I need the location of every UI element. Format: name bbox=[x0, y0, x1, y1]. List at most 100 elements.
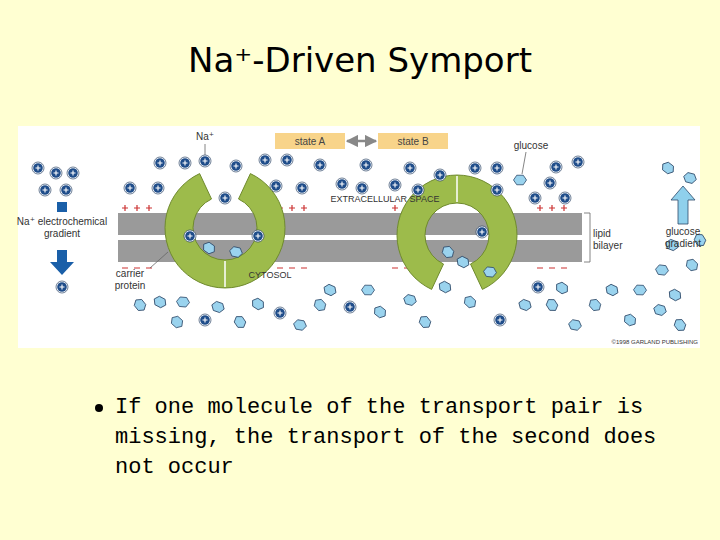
sodium-ion bbox=[550, 161, 562, 173]
glucose-molecule bbox=[633, 285, 646, 295]
sodium-ion bbox=[184, 230, 196, 242]
sodium-ion bbox=[434, 169, 446, 181]
glucose-molecule bbox=[683, 172, 698, 184]
sodium-ion bbox=[230, 160, 242, 172]
state-label: state A bbox=[295, 136, 326, 147]
sodium-ion bbox=[476, 226, 488, 238]
sodium-ion bbox=[314, 159, 326, 171]
leader-lines bbox=[150, 144, 590, 268]
glucose-molecule bbox=[169, 314, 185, 330]
glucose-molecule bbox=[201, 240, 217, 255]
glucose-molecule bbox=[361, 285, 374, 295]
figure-label: glucose gradient bbox=[650, 226, 716, 249]
sodium-ion bbox=[56, 281, 68, 293]
glucose-molecule bbox=[312, 297, 328, 313]
figure-label: lipid bilayer bbox=[593, 228, 638, 251]
glucose-molecule bbox=[517, 298, 532, 311]
state-box: state B bbox=[378, 133, 448, 149]
glucose-molecule bbox=[604, 283, 620, 297]
glucose-molecule bbox=[437, 280, 453, 295]
glucose-molecule bbox=[152, 295, 168, 310]
glucose-molecule bbox=[544, 297, 559, 313]
sodium-ion bbox=[50, 167, 62, 179]
glucose-molecule bbox=[483, 267, 497, 278]
sodium-ion bbox=[60, 184, 72, 196]
sodium-ion bbox=[179, 157, 191, 169]
sodium-ion bbox=[360, 159, 372, 171]
sodium-ion bbox=[199, 314, 211, 326]
ion-layer bbox=[32, 154, 707, 333]
sodium-ion bbox=[344, 301, 356, 313]
glucose-molecule bbox=[672, 317, 687, 333]
figure-label: Na⁺ electrochemical gradient bbox=[16, 216, 108, 239]
sodium-ion bbox=[404, 162, 416, 174]
glucose-gradient-arrow bbox=[671, 186, 695, 224]
glucose-molecule bbox=[232, 314, 247, 330]
figure-label: Na⁺ bbox=[190, 131, 220, 143]
glucose-molecule bbox=[210, 300, 225, 313]
glucose-molecule bbox=[402, 294, 417, 307]
figure-label: ©1998 GARLAND PUBLISHING bbox=[560, 339, 698, 346]
sodium-ion bbox=[491, 162, 503, 174]
sodium-ion bbox=[491, 184, 503, 196]
sodium-ion bbox=[154, 157, 166, 169]
glucose-molecule bbox=[229, 246, 244, 258]
sodium-ion bbox=[274, 307, 286, 319]
sodium-ion bbox=[529, 192, 541, 204]
glucose-molecule bbox=[655, 264, 669, 275]
figure-panel bbox=[18, 126, 700, 348]
figure-label: EXTRACELLULAR SPACE bbox=[300, 194, 470, 204]
sodium-ion bbox=[544, 177, 556, 189]
glucose-molecule bbox=[455, 255, 471, 269]
glucose-molecule bbox=[554, 280, 570, 295]
sodium-ion bbox=[39, 184, 51, 196]
sodium-ion bbox=[67, 167, 79, 179]
bullet-text: If one molecule of the transport pair is… bbox=[115, 393, 660, 483]
glucose-molecule bbox=[514, 175, 527, 185]
glucose-molecule bbox=[417, 314, 433, 330]
sodium-ion bbox=[219, 192, 231, 204]
glucose-molecule bbox=[568, 319, 583, 331]
glucose-molecule bbox=[587, 297, 603, 313]
state-box: state A bbox=[275, 133, 345, 149]
glucose-molecule bbox=[622, 312, 638, 328]
state-label: state B bbox=[397, 136, 428, 147]
sodium-ion bbox=[281, 154, 293, 166]
carrier-protein-state-b bbox=[397, 175, 517, 289]
sodium-ion bbox=[494, 314, 506, 326]
sodium-ion bbox=[559, 192, 571, 204]
sodium-ion bbox=[270, 180, 282, 192]
glucose-molecule bbox=[250, 296, 266, 311]
sodium-ion bbox=[356, 182, 368, 194]
figure-label: glucose bbox=[506, 140, 556, 152]
glucose-molecule bbox=[462, 294, 478, 310]
glucose-molecule bbox=[660, 160, 676, 175]
bullet-symbol bbox=[95, 404, 103, 412]
sodium-ion bbox=[572, 156, 584, 168]
state-transition-arrow bbox=[347, 140, 376, 143]
sodium-ion bbox=[199, 155, 211, 167]
figure-label: carrier protein bbox=[104, 268, 156, 291]
sodium-ion bbox=[296, 182, 308, 194]
glucose-molecule bbox=[293, 319, 307, 331]
sodium-ion bbox=[252, 230, 264, 242]
glucose-molecule bbox=[440, 244, 456, 260]
sodium-ion bbox=[152, 182, 164, 194]
sodium-ion bbox=[32, 162, 44, 174]
sodium-ion bbox=[336, 178, 348, 190]
sodium-ion bbox=[259, 154, 271, 166]
sodium-ion bbox=[389, 179, 401, 191]
glucose-molecule bbox=[322, 283, 338, 297]
slide-title: Na⁺-Driven Symport bbox=[0, 40, 720, 80]
glucose-molecule bbox=[132, 297, 148, 313]
glucose-molecule bbox=[667, 288, 683, 303]
figure-label: CYTOSOL bbox=[240, 270, 300, 280]
sodium-ion bbox=[124, 182, 136, 194]
glucose-molecule bbox=[652, 304, 667, 317]
glucose-molecule bbox=[176, 297, 190, 308]
glucose-molecule bbox=[684, 257, 700, 273]
glucose-molecule bbox=[372, 304, 388, 320]
